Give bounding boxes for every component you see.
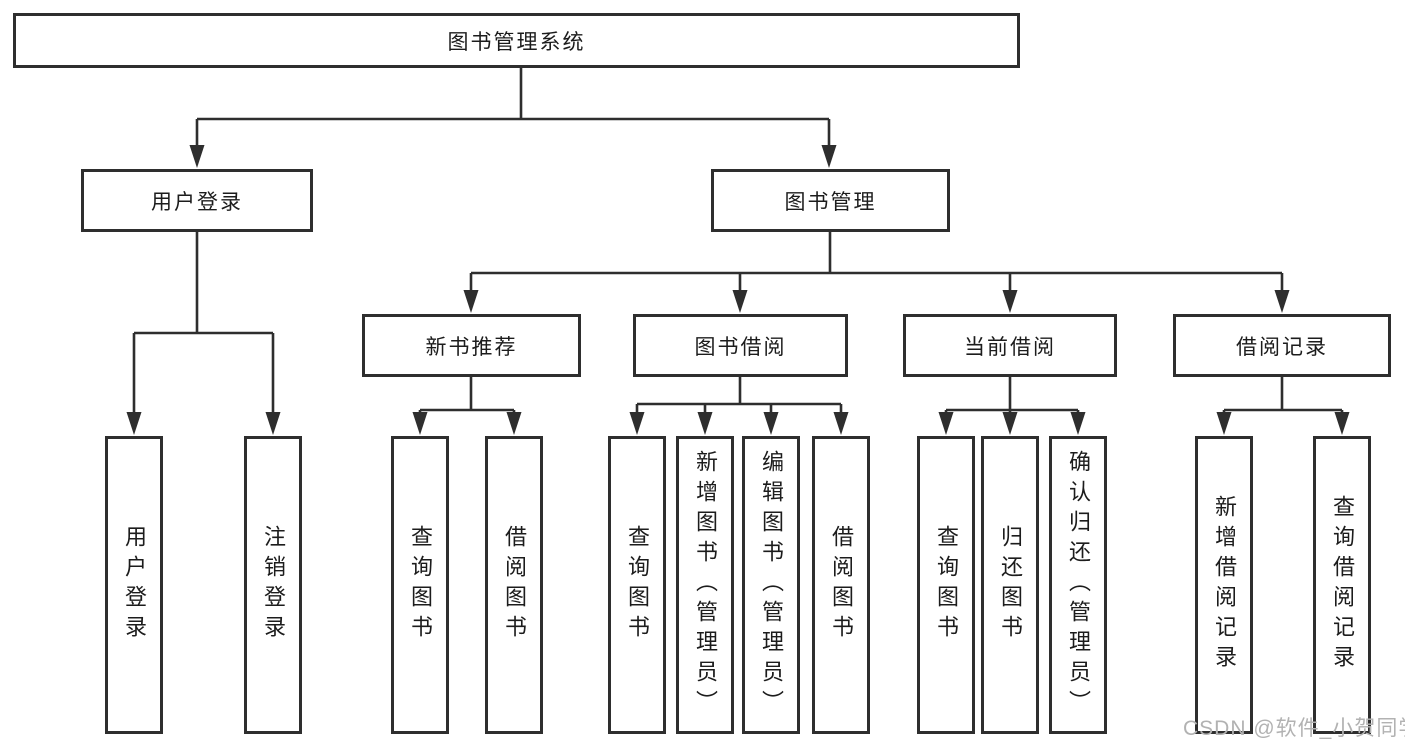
leaf-logout-label: 注销登录	[261, 525, 286, 645]
leaf-query-books-current-label: 查询图书	[934, 525, 959, 645]
leaf-add-borrow-record: 新增借阅记录	[1195, 436, 1253, 734]
leaf-return-books-label: 归还图书	[998, 525, 1023, 645]
node-book-borrowing: 图书借阅	[633, 314, 848, 377]
leaf-edit-books-admin: 编辑图书（管理员）	[742, 436, 800, 734]
node-book-borrowing-label: 图书借阅	[694, 335, 787, 359]
leaf-borrow-books-recommend: 借阅图书	[485, 436, 543, 734]
leaf-add-books-admin: 新增图书（管理员）	[676, 436, 734, 734]
node-user-login-label: 用户登录	[151, 190, 243, 214]
leaf-edit-books-admin-label: 编辑图书（管理员）	[759, 450, 784, 720]
arrowheads	[126, 145, 1350, 435]
node-book-management: 图书管理	[711, 169, 950, 232]
leaf-query-books-borrow: 查询图书	[608, 436, 666, 734]
node-library-management-system-label: 图书管理系统	[447, 30, 586, 54]
leaf-logout: 注销登录	[244, 436, 302, 734]
node-current-borrowing: 当前借阅	[903, 314, 1117, 377]
leaf-query-borrow-record-label: 查询借阅记录	[1330, 495, 1355, 675]
watermark-text: CSDN @软件_小贺同学	[1183, 717, 1405, 740]
leaf-confirm-return-admin: 确认归还（管理员）	[1049, 436, 1107, 734]
node-user-login: 用户登录	[81, 169, 313, 232]
connector-paths	[132, 68, 1344, 420]
leaf-borrow-books: 借阅图书	[812, 436, 870, 734]
leaf-borrow-books-recommend-label: 借阅图书	[502, 525, 527, 645]
leaf-user-login-label: 用户登录	[122, 525, 147, 645]
node-book-management-label: 图书管理	[784, 190, 877, 214]
node-new-book-recommendation: 新书推荐	[362, 314, 581, 377]
node-borrowing-records-label: 借阅记录	[1236, 335, 1328, 359]
leaf-user-login: 用户登录	[105, 436, 163, 734]
node-current-borrowing-label: 当前借阅	[964, 335, 1056, 359]
leaf-return-books: 归还图书	[981, 436, 1039, 734]
leaf-query-books-recommend: 查询图书	[391, 436, 449, 734]
leaf-query-books-borrow-label: 查询图书	[625, 525, 650, 645]
leaf-query-books-current: 查询图书	[917, 436, 975, 734]
leaf-confirm-return-admin-label: 确认归还（管理员）	[1066, 450, 1091, 720]
leaf-add-borrow-record-label: 新增借阅记录	[1212, 495, 1237, 675]
node-borrowing-records: 借阅记录	[1173, 314, 1391, 377]
leaf-borrow-books-label: 借阅图书	[829, 525, 854, 645]
node-library-management-system: 图书管理系统	[13, 13, 1020, 68]
leaf-query-books-recommend-label: 查询图书	[408, 525, 433, 645]
node-new-book-recommendation-label: 新书推荐	[425, 335, 518, 359]
leaf-query-borrow-record: 查询借阅记录	[1313, 436, 1371, 734]
leaf-add-books-admin-label: 新增图书（管理员）	[693, 450, 718, 720]
